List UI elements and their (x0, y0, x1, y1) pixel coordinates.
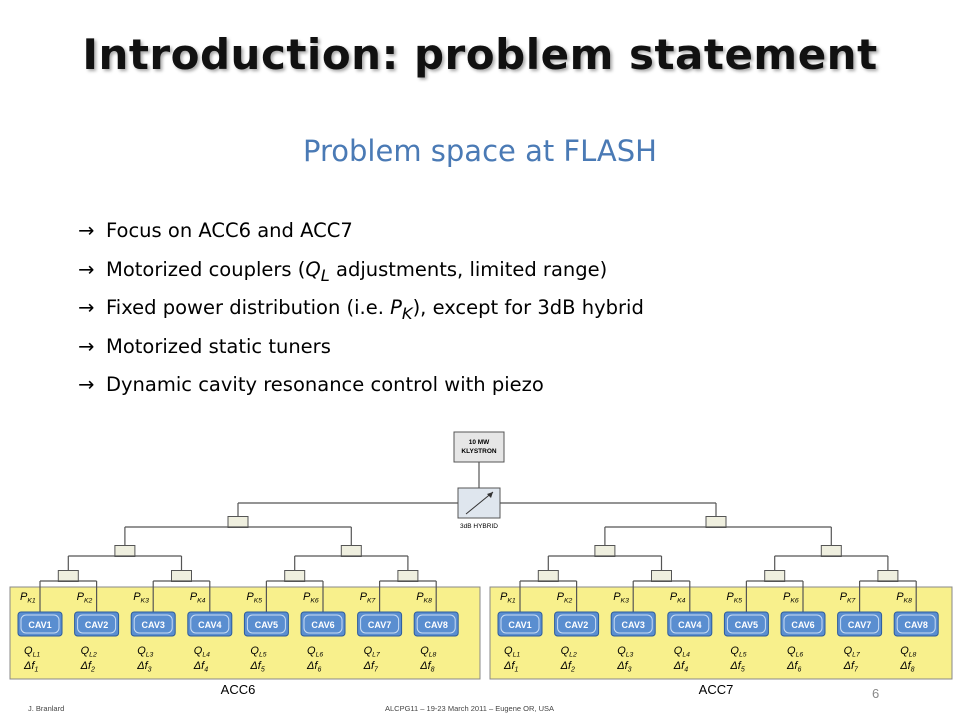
coupler-box (820, 545, 842, 557)
cavity-cell-outline (77, 614, 117, 634)
cavity-label: CAV5 (735, 620, 758, 630)
cavity-cell-outline (726, 614, 766, 634)
coupler-box (171, 570, 192, 582)
cavity-label: CAV6 (791, 620, 814, 630)
cavity-cell-outline (360, 614, 400, 634)
arrow-icon: → (78, 257, 95, 281)
bullet-text: Focus on ACC6 and ACC7 (106, 219, 353, 242)
coupler-box (227, 516, 249, 528)
bullet-text-rest: adjustments, limited range) (329, 257, 608, 281)
cavity-cell-outline (840, 614, 880, 634)
bullet-item: → Focus on ACC6 and ACC7 (78, 216, 644, 255)
cavity-label: CAV3 (142, 620, 165, 630)
cavity-label: CAV8 (425, 620, 448, 630)
cavity-1 (17, 611, 63, 637)
cavity-cell-outline (783, 614, 823, 634)
arrow-icon: → (78, 296, 95, 319)
bullet-item: → Fixed power distribution (i.e. PK), exc… (78, 293, 644, 332)
arrow-icon: → (78, 219, 95, 242)
hybrid-arrow-line (465, 491, 494, 515)
cavity-cell-outline (613, 614, 653, 634)
bullet-text: Motorized static tuners (106, 334, 331, 358)
klystron-label: KLYSTRON (461, 448, 496, 455)
klystron-label: 10 MW (469, 439, 490, 446)
hybrid-arrow-head (487, 492, 493, 498)
cavity-label: CAV6 (311, 620, 334, 630)
coupler-box (764, 570, 786, 582)
cavity-label: CAV7 (848, 620, 871, 630)
cavity-label: CAV1 (508, 620, 531, 630)
cavity-cell-outline (190, 614, 230, 634)
coupler-box (397, 570, 419, 582)
cavity-label: CAV5 (255, 620, 278, 630)
cavity-cell-outline (670, 614, 710, 634)
bullet-item: → Dynamic cavity resonance control with p… (78, 370, 644, 409)
cavity-7 (357, 611, 403, 637)
cavity-6 (300, 611, 346, 637)
cavity-5 (723, 611, 769, 637)
bullet-text-rest: ), except for 3dB hybrid (412, 296, 644, 319)
math-symbol: Q (305, 257, 321, 281)
cavity-cell-outline (133, 614, 173, 634)
cavity-8 (893, 611, 939, 637)
coupler-box (651, 570, 672, 582)
arrow-icon: → (78, 373, 95, 396)
bullet-text: Motorized couplers ( (106, 257, 306, 281)
footer-author: J. Branlard (28, 704, 65, 713)
cavity-label: CAV3 (622, 620, 645, 630)
module-label: ACC7 (699, 682, 734, 697)
cavity-label: CAV2 (85, 620, 108, 630)
hybrid-label: 3dB HYBRID (460, 523, 498, 530)
coupler-box (705, 516, 727, 528)
cavity-4 (187, 611, 233, 637)
klystron-box (453, 431, 505, 463)
cavity-3 (130, 611, 176, 637)
cavity-2 (554, 611, 600, 637)
cavity-cell-outline (557, 614, 597, 634)
coupler-box (594, 545, 616, 557)
cavity-cell-outline (416, 614, 456, 634)
bullet-text: Dynamic cavity resonance control with pi… (106, 373, 544, 396)
cavity-7 (837, 611, 883, 637)
cavity-label: CAV4 (198, 620, 221, 630)
slide-title: Introduction: problem statement (82, 30, 878, 79)
cavity-cell-outline (303, 614, 343, 634)
math-subscript: L (320, 265, 330, 285)
arrow-icon: → (78, 334, 95, 358)
bullet-item: → Motorized static tuners (78, 332, 644, 371)
cavity-label: CAV1 (28, 620, 51, 630)
math-symbol: P (390, 296, 402, 319)
cavity-cell-outline (246, 614, 286, 634)
cavity-6 (780, 611, 826, 637)
coupler-box (877, 570, 899, 582)
cavity-5 (243, 611, 289, 637)
cavity-label: CAV4 (678, 620, 701, 630)
cavity-1 (497, 611, 543, 637)
bullet-text: Fixed power distribution (i.e. (106, 296, 391, 319)
footer-event: ALCPG11 – 19-23 March 2011 – Eugene OR, … (385, 704, 554, 713)
cavity-label: CAV8 (905, 620, 928, 630)
cavity-label: CAV7 (368, 620, 391, 630)
coupler-box (340, 545, 362, 557)
cavity-4 (667, 611, 713, 637)
cavity-3 (610, 611, 656, 637)
cavity-cell-outline (896, 614, 936, 634)
cavity-8 (413, 611, 459, 637)
cavity-cell-outline (20, 614, 60, 634)
bullet-item: → Motorized couplers (QL adjustments, lim… (78, 255, 644, 294)
bullet-list: → Focus on ACC6 and ACC7 → Motorized coupl… (78, 216, 644, 409)
module-label: ACC6 (221, 682, 256, 697)
coupler-box (537, 570, 559, 582)
cavity-cell-outline (500, 614, 540, 634)
coupler-box (57, 570, 79, 582)
cavity-2 (74, 611, 120, 637)
slide-subtitle: Problem space at FLASH (303, 134, 657, 168)
coupler-box (284, 570, 306, 582)
math-subscript: K (401, 303, 413, 323)
cavity-label: CAV2 (565, 620, 588, 630)
page-number: 6 (872, 686, 880, 701)
coupler-box (114, 545, 136, 557)
